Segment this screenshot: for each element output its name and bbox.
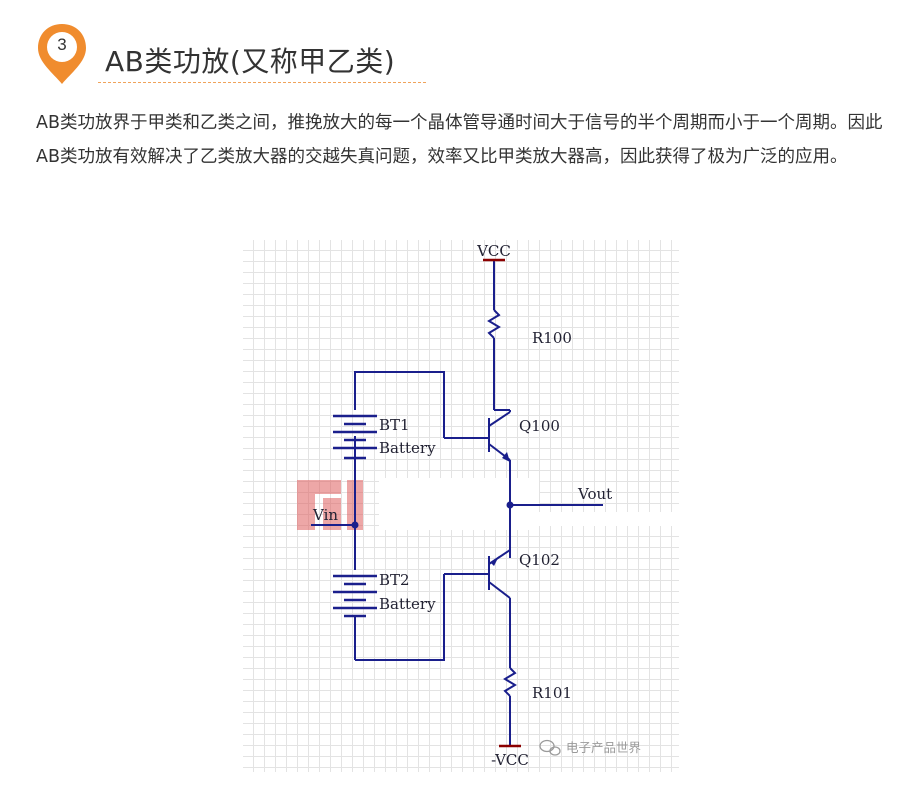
label-bt2: BT2 [379,571,410,589]
label-bt2-type: Battery [379,595,436,613]
section-number-badge: 3 [36,22,88,86]
label-neg-vcc: -VCC [491,751,529,769]
circuit-schematic: VCC R100 BT1 Battery Q100 Vout Vin Q102 … [297,242,679,769]
circuit-diagram: VCC R100 BT1 Battery Q100 Vout Vin Q102 … [243,240,679,772]
emitter-arrow-q102 [491,556,499,566]
section-title: AB类功放(又称甲乙类) [105,45,396,78]
watermark-text: 电子产品世界 [566,740,642,755]
label-vcc: VCC [476,242,511,260]
label-vout: Vout [577,485,612,503]
junction-vin [351,521,359,529]
junction-vout [506,501,514,509]
battery-bt2 [333,574,377,618]
battery-bt1 [333,414,377,460]
section-number: 3 [57,35,67,54]
emitter-arrow-q100 [502,452,510,462]
title-dashed-rule [98,82,426,83]
watermark: 电子产品世界 [539,739,642,756]
label-q102: Q102 [519,551,560,569]
body-paragraph: AB类功放界于甲类和乙类之间，推挽放大的每一个晶体管导通时间大于信号的半个周期而… [36,113,883,167]
label-bt1-type: Battery [379,439,436,457]
label-q100: Q100 [519,417,560,435]
section-header: 3 AB类功放(又称甲乙类) [36,22,426,86]
label-vin: Vin [312,506,338,524]
chat-bubble-icon [539,739,561,756]
location-pin-icon [38,24,86,84]
label-r100: R100 [532,329,572,347]
occlusion-patch [519,512,679,526]
label-r101: R101 [532,684,572,702]
label-bt1: BT1 [379,416,410,434]
